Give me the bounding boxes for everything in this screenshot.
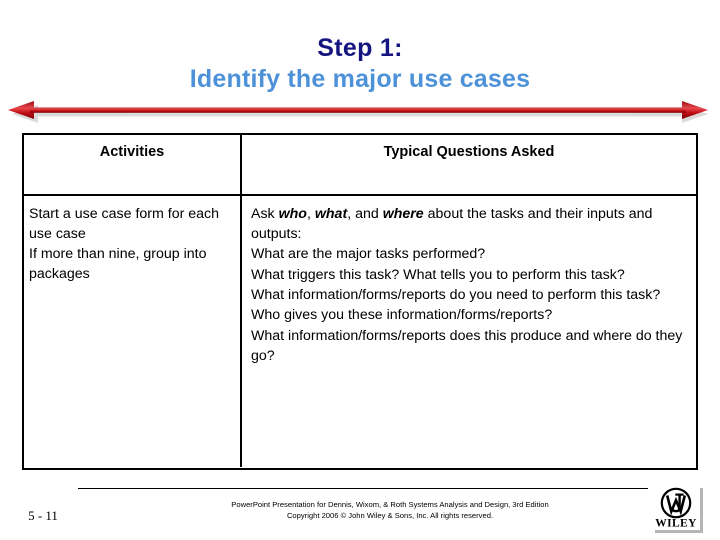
question-suffix: about the tasks and their inputs and out… bbox=[251, 206, 653, 242]
column-header-activities: Activities bbox=[99, 144, 165, 160]
column-header-questions: Typical Questions Asked bbox=[383, 144, 555, 160]
question-item: What are the major tasks performed? bbox=[251, 246, 486, 263]
table-body-row: Start a use case form for each use case … bbox=[24, 196, 696, 467]
page-title: Step 1: Identify the major use cases bbox=[0, 34, 720, 93]
footer-credit-line-2: Copyright 2006 © John Wiley & Sons, Inc.… bbox=[286, 510, 494, 520]
questions-cell: Ask who, what, and where about the tasks… bbox=[242, 196, 696, 467]
page-number: 5 - 11 bbox=[28, 508, 58, 523]
activity-item: Start a use case form for each use case bbox=[29, 206, 220, 242]
question-item: What information/forms/reports do you ne… bbox=[251, 287, 661, 303]
table-header-row: Activities Typical Questions Asked bbox=[24, 135, 696, 196]
wiley-logo: WILEY bbox=[650, 484, 706, 534]
footer-divider bbox=[78, 488, 648, 489]
question-prefix: Ask bbox=[251, 206, 279, 222]
table-header-cell-activities: Activities bbox=[24, 135, 242, 194]
emphasis-where: where bbox=[382, 206, 424, 222]
footer-credit: PowerPoint Presentation for Dennis, Wixo… bbox=[150, 500, 630, 522]
question-item: Who gives you these information/forms/re… bbox=[251, 307, 553, 324]
activities-questions-table: Activities Typical Questions Asked Start… bbox=[22, 133, 698, 470]
question-item: What information/forms/reports does this… bbox=[251, 327, 683, 364]
title-line-secondary: Identify the major use cases bbox=[189, 65, 531, 93]
footer-credit-line-1: PowerPoint Presentation for Dennis, Wixo… bbox=[231, 500, 549, 509]
emphasis-what: what bbox=[314, 206, 348, 222]
table-header-cell-questions: Typical Questions Asked bbox=[242, 135, 696, 194]
emphasis-who: who bbox=[278, 206, 307, 222]
question-separator: , and bbox=[347, 206, 383, 222]
question-separator: , bbox=[306, 206, 315, 222]
wiley-wordmark: WILEY bbox=[655, 518, 697, 530]
question-item: What triggers this task? What tells you … bbox=[251, 266, 625, 283]
activity-item: If more than nine, group into packages bbox=[29, 246, 207, 283]
title-line-primary: Step 1: bbox=[317, 34, 403, 62]
activities-cell: Start a use case form for each use case … bbox=[24, 196, 242, 467]
double-headed-arrow-icon bbox=[8, 100, 712, 130]
question-item-emphasised: Ask who, what, and where about the tasks… bbox=[251, 205, 686, 245]
